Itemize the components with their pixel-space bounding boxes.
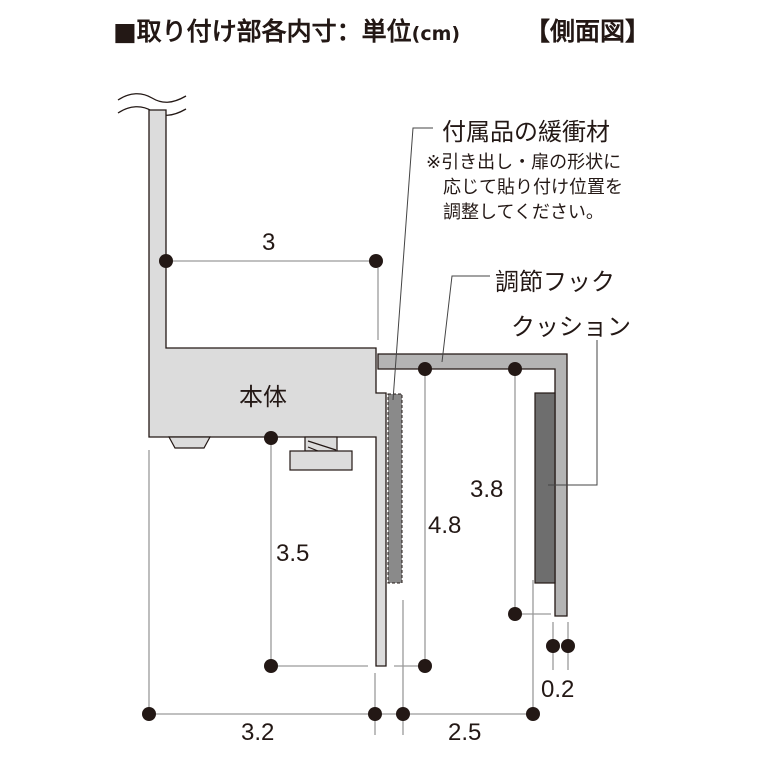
dimension-dots (142, 254, 575, 721)
body-label: 本体 (239, 383, 287, 411)
dim-bottom-right: 2.5 (448, 719, 482, 746)
note-line-2: 応じて貼り付け位置を (443, 177, 623, 198)
cushion-label: クッション (511, 313, 631, 341)
dim-hook-depth: 3.8 (470, 476, 504, 503)
leader-hook (441, 275, 490, 363)
accessory-cushion-label: 付属品の緩衝材 (442, 118, 610, 146)
diagram-title: ■取り付け部各内寸：単位(cm) 【側面図】 (113, 12, 650, 48)
accessory-cushion (387, 393, 403, 584)
dim-top-width: 3 (262, 229, 276, 256)
dim-bottom-left: 3.2 (241, 719, 275, 746)
title-unit: (cm) (411, 23, 461, 45)
main-body-shape (148, 109, 387, 667)
dim-body-to-bottom: 3.5 (276, 540, 310, 567)
dim-hook-total: 4.8 (428, 512, 462, 539)
title-text: 取り付け部各内寸：単位 (136, 17, 412, 46)
adjust-hook (377, 353, 568, 617)
title-square-icon: ■ (113, 17, 137, 46)
note-line-1: ※引き出し・扉の形状に (426, 152, 622, 173)
foot-pad (167, 436, 212, 449)
view-label: 【側面図】 (525, 17, 651, 46)
hook-cushion (534, 392, 556, 584)
dim-thickness: 0.2 (541, 676, 575, 703)
leader-cushion (548, 340, 598, 486)
note-line-3: 調整してください。 (443, 202, 604, 223)
screw-icon (289, 436, 353, 471)
leader-accessory (392, 127, 433, 401)
hook-label: 調節フック (495, 268, 615, 296)
